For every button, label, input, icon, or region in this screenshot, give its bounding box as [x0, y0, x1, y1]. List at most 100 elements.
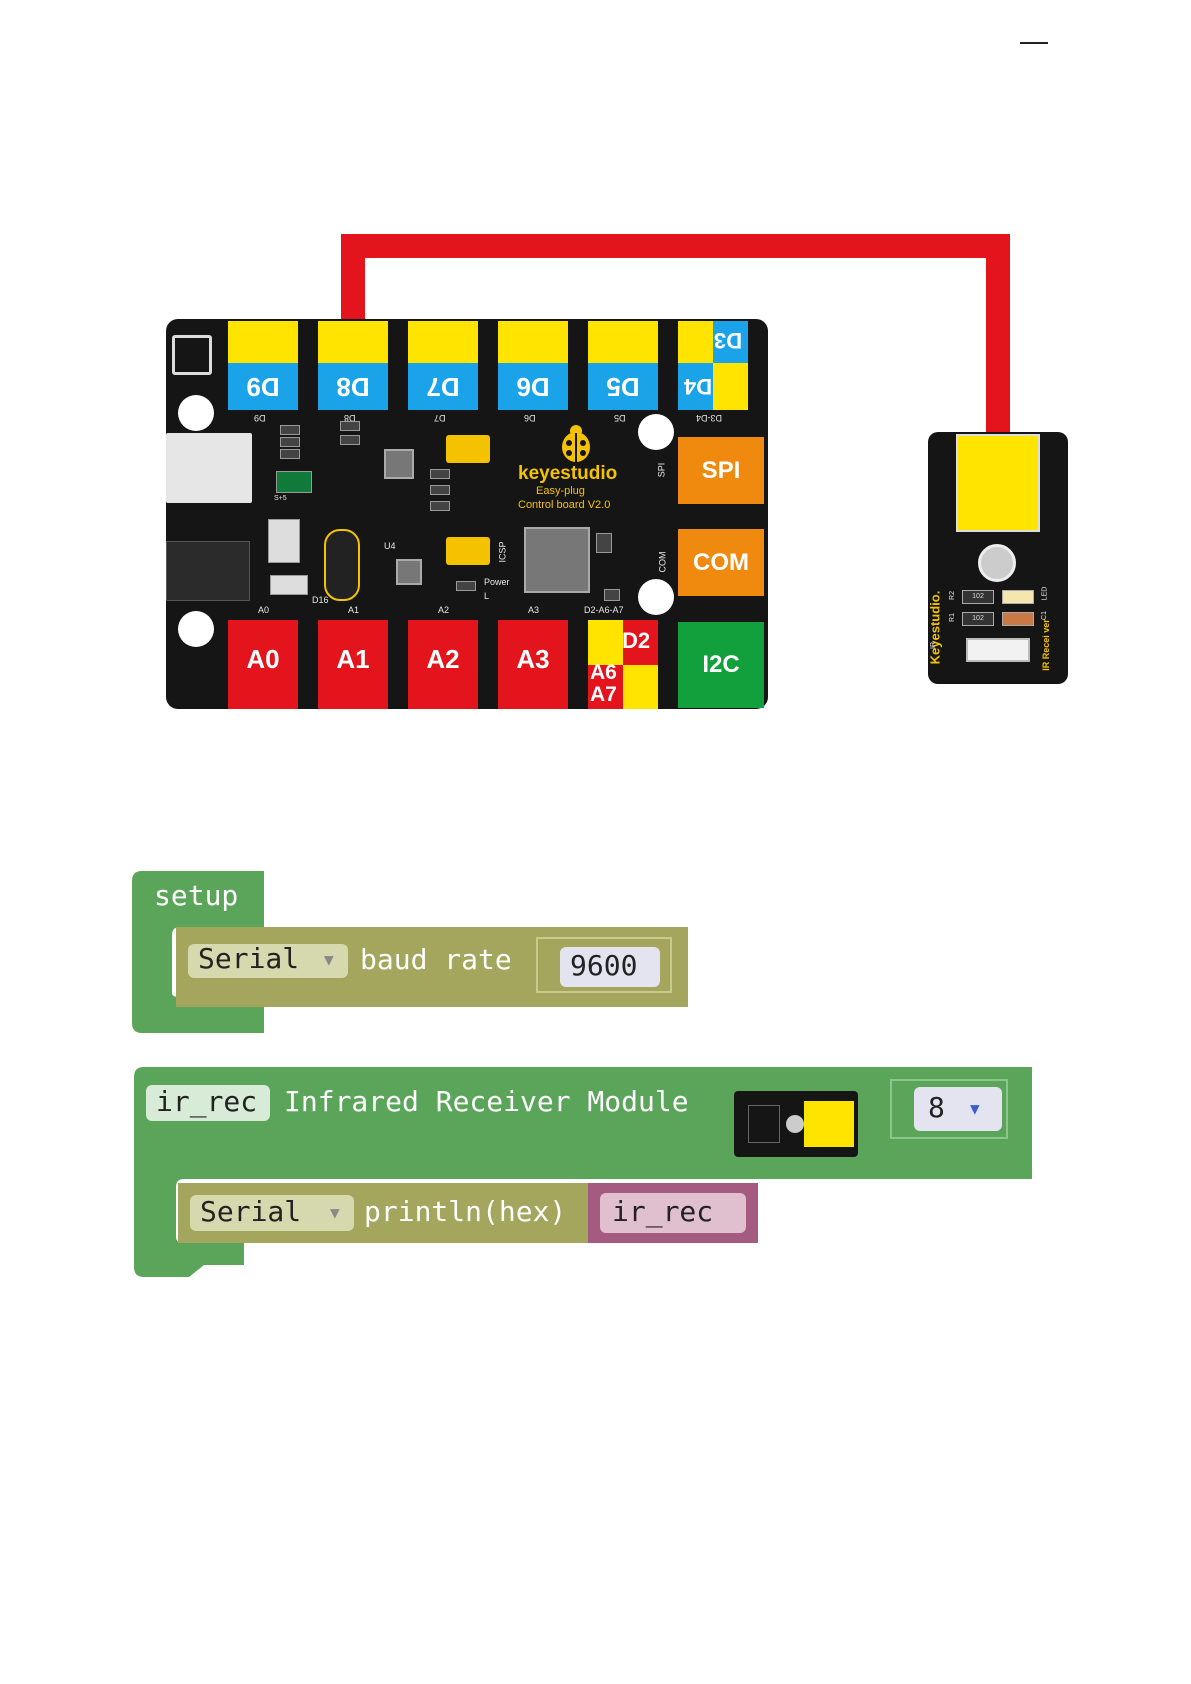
silk-label: A2 [438, 605, 450, 615]
resistor [280, 437, 300, 447]
port-d6: D6 [498, 321, 568, 410]
reset-button [172, 335, 212, 375]
silk-label: A0 [258, 605, 270, 615]
port-a0: A0 [228, 620, 298, 709]
chevron-down-icon: ▼ [330, 1203, 340, 1222]
module-connector [956, 434, 1040, 532]
module-name: IR Recei ver [1040, 619, 1051, 671]
silk-label: S+5 [274, 495, 287, 502]
silk-label: ICSP [497, 541, 508, 563]
ir-module-thumbnail [734, 1091, 858, 1157]
ir-rec-reference-text: ir_rec [612, 1195, 714, 1228]
port-d5: D5 [588, 321, 658, 410]
silk-label: COM [657, 551, 668, 573]
silk-label: A3 [528, 605, 540, 615]
port-d2-a6-a7: D2 A6 A7 [588, 620, 658, 709]
ir-rec-variable-text: ir_rec [156, 1085, 258, 1118]
pin-header [446, 537, 490, 565]
microcontroller-chip [524, 527, 590, 593]
module-brand: Keyestudio. [927, 590, 943, 665]
led [1002, 590, 1034, 604]
resistor [604, 589, 620, 601]
resistor [430, 485, 450, 495]
port-label: D7 [426, 372, 460, 402]
port-label: D4 [683, 374, 713, 399]
ir-rec-reference[interactable]: ir_rec [600, 1193, 746, 1233]
resistor: 102 [962, 590, 994, 604]
chevron-down-icon: ▼ [970, 1099, 980, 1118]
mount-hole [638, 414, 674, 450]
page-dash [1020, 42, 1048, 44]
capacitor [324, 529, 360, 601]
serial-println-block[interactable]: Serial ▼ println(hex) ir_rec [178, 1183, 758, 1243]
resistor [280, 425, 300, 435]
board-subtitle: Easy-plug [536, 485, 585, 497]
resistor [340, 421, 360, 431]
resistor [340, 435, 360, 445]
fuse [276, 471, 312, 493]
silk-label: D9 [254, 413, 266, 423]
brand-name: keyestudio [518, 463, 618, 484]
port-label: A6 [590, 661, 617, 684]
regulator [268, 519, 300, 563]
mount-hole [178, 611, 214, 647]
port-label: D9 [246, 372, 280, 402]
board-model: Control board V2.0 [518, 499, 611, 511]
port-label: D5 [606, 372, 640, 402]
port-label: A1 [336, 644, 370, 674]
pin-header [446, 435, 490, 463]
power-jack [166, 541, 250, 601]
serial-dropdown[interactable]: Serial ▼ [188, 942, 348, 978]
silk-label: D3-D4 [696, 413, 723, 423]
println-label: println(hex) [364, 1195, 567, 1228]
port-label: D6 [516, 372, 550, 402]
chevron-down-icon: ▼ [324, 950, 334, 969]
pin-dropdown-value: 8 [928, 1091, 945, 1124]
module-c1-label: C1 [1040, 611, 1048, 620]
ir-block-title: Infrared Receiver Module [284, 1085, 689, 1118]
module-led-label: LED [1041, 586, 1049, 601]
ir-rec-variable[interactable]: ir_rec [146, 1085, 270, 1121]
setup-block-shape [132, 871, 264, 1033]
module-r1-label: R1 [948, 613, 956, 622]
pin-dropdown[interactable]: 8 ▼ [914, 1087, 1002, 1131]
port-label: A2 [426, 644, 460, 674]
port-i2c: I2C [678, 622, 764, 708]
serial-dropdown-value: Serial [200, 1195, 302, 1228]
module-ir-label: IR [930, 642, 937, 649]
port-d8: D8 [318, 321, 388, 410]
red-wire [341, 234, 1010, 434]
serial-dropdown[interactable]: Serial ▼ [190, 1195, 354, 1231]
silk-label: A1 [348, 605, 360, 615]
silk-label: L [484, 591, 490, 601]
setup-block[interactable]: setup Serial ▼ baud rate 9600 [132, 871, 692, 1033]
silk-label: D5 [614, 413, 626, 423]
port-label: A0 [246, 644, 280, 674]
serial-baud-block[interactable]: Serial ▼ baud rate 9600 [176, 927, 688, 1007]
silk-label: SPI [656, 462, 667, 478]
silk-label: U4 [384, 541, 396, 551]
ir-receiver-block[interactable]: ir_rec Infrared Receiver Module 8 ▼ Seri… [134, 1067, 1032, 1277]
baud-rate-input[interactable]: 9600 [560, 947, 660, 987]
resistor: 102 [962, 612, 994, 626]
silk-label: D6 [524, 413, 536, 423]
mount-hole [178, 395, 214, 431]
port-a1: A1 [318, 620, 388, 709]
control-board: D9 D8 D7 D6 D5 D3 D4 D9 D8 D7 D6 D5 D3-D… [166, 319, 768, 709]
silk-label: D7 [434, 413, 446, 423]
resistor [430, 501, 450, 511]
ir-receiver-module: Keyestudio. IR Recei ver IR LED R2 R1 C1… [927, 432, 1068, 684]
silk-label: D2-A6-A7 [584, 605, 624, 615]
resistor [596, 533, 612, 553]
resistor [430, 469, 450, 479]
baud-rate-label: baud rate [360, 943, 512, 976]
port-label: A7 [590, 683, 617, 706]
port-com: COM [678, 529, 764, 596]
regulator-chip [396, 559, 422, 585]
port-a3: A3 [498, 620, 568, 709]
baud-rate-value: 9600 [570, 949, 638, 982]
serial-dropdown-value: Serial [198, 942, 300, 975]
port-d3-d4: D3 D4 [678, 321, 748, 410]
port-label: D3 [713, 328, 743, 353]
resistor [456, 581, 476, 591]
